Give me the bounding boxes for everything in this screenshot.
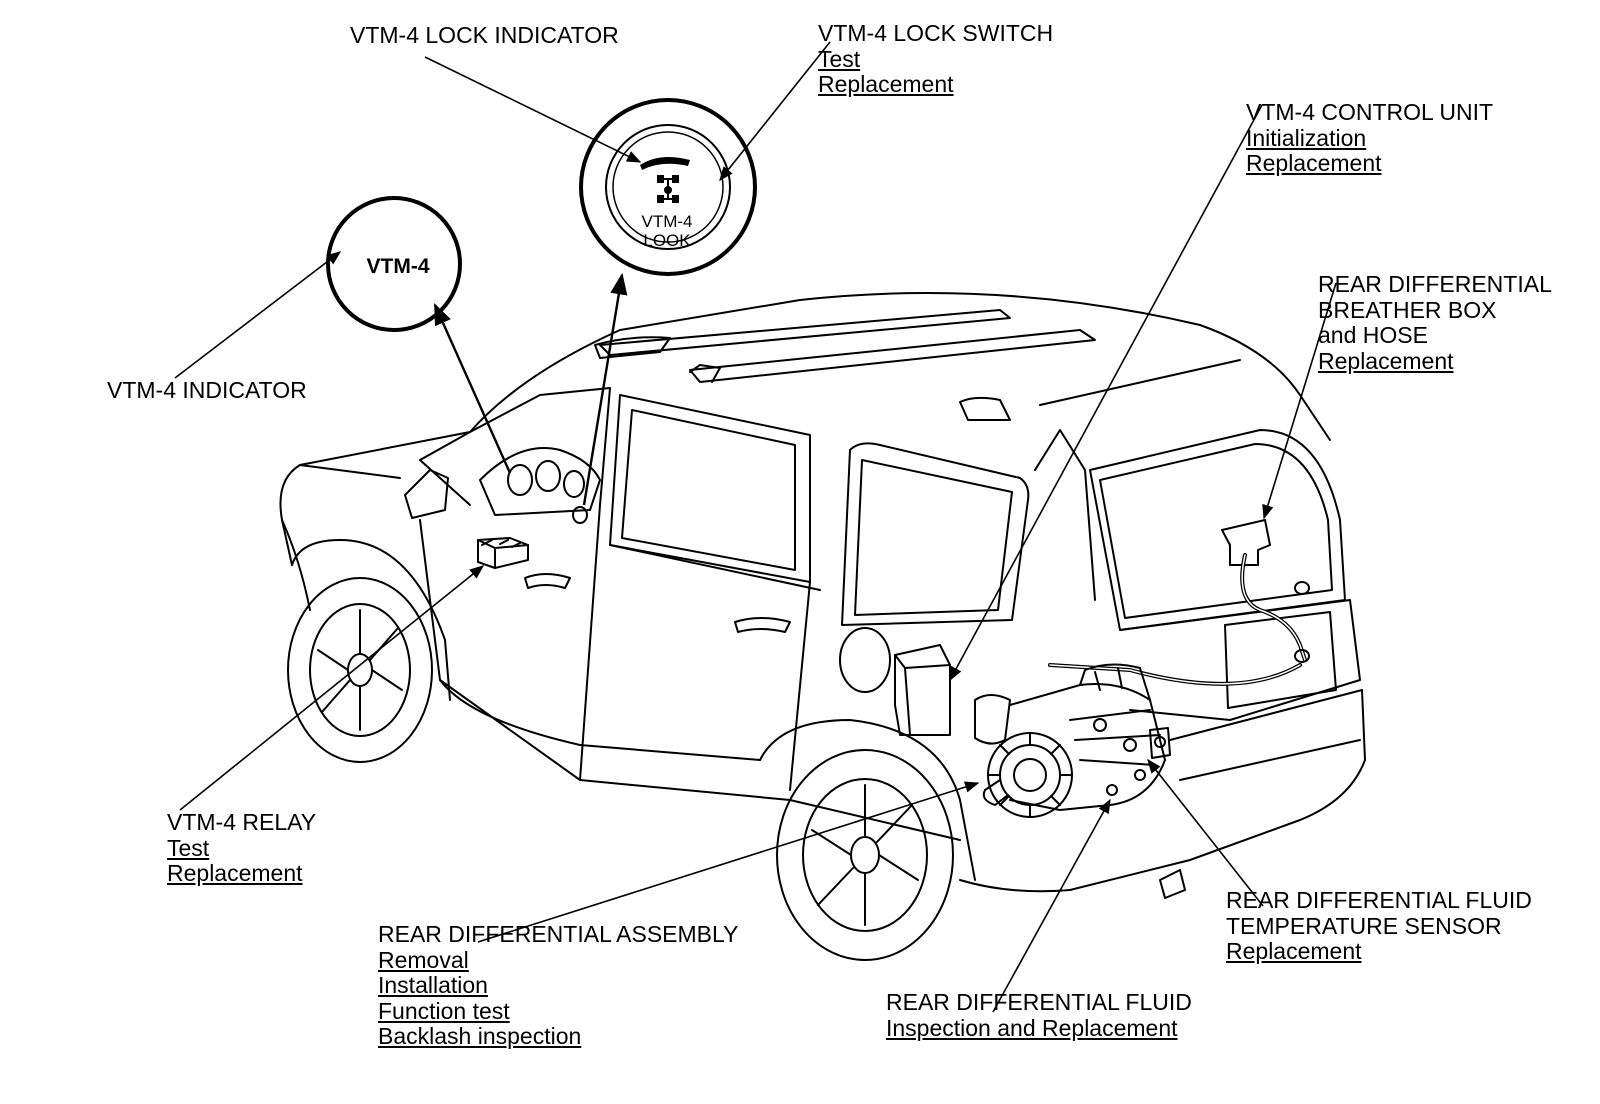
callout-lock-indicator-title: VTM-4 LOCK INDICATOR [350, 22, 619, 48]
callout-lock-indicator: VTM-4 LOCK INDICATOR [350, 22, 619, 49]
fluid-inspection-link[interactable]: Inspection and Replacement [886, 1014, 1178, 1041]
assembly-removal-link[interactable]: Removal [378, 946, 469, 973]
temp-sensor-replacement-link[interactable]: Replacement [1226, 938, 1362, 964]
leader-relay [179, 565, 485, 811]
callout-lock-switch: VTM-4 LOCK SWITCH Test Replacement [818, 20, 1054, 98]
callout-control-unit-title: VTM-4 CONTROL UNIT [1246, 99, 1494, 125]
callout-fluid-title: REAR DIFFERENTIAL FLUID [886, 989, 1192, 1015]
callout-temp-sensor-line-1: REAR DIFFERENTIAL FLUID [1226, 887, 1532, 913]
vtm4-indicator-text: VTM-4 [367, 255, 430, 278]
leader-temp-sensor [1147, 758, 1264, 907]
callout-indicator-title: VTM-4 INDICATOR [107, 377, 307, 403]
relay-replacement-link[interactable]: Replacement [167, 860, 303, 886]
assembly-backlash-link[interactable]: Backlash inspection [378, 1023, 582, 1049]
assembly-function-test-link[interactable]: Function test [378, 997, 510, 1024]
callout-control-unit: VTM-4 CONTROL UNIT Initialization Replac… [1246, 99, 1494, 177]
leader-lock-switch-dash [582, 272, 628, 506]
relay-test-link[interactable]: Test [167, 834, 210, 861]
lock-switch-test-link[interactable]: Test [818, 45, 861, 72]
callout-temp-sensor-line-2: TEMPERATURE SENSOR [1226, 912, 1502, 939]
leader-assembly [477, 781, 980, 943]
leader-breather [1262, 282, 1337, 520]
leader-lock-indicator [424, 56, 642, 163]
callout-assembly-title: REAR DIFFERENTIAL ASSEMBLY [378, 921, 739, 947]
callout-breather: REAR DIFFERENTIAL BREATHER BOX and HOSE … [1318, 271, 1552, 374]
drivetrain-icon [657, 175, 679, 203]
vtm4-lock-switch-detail: VTM-4 LOOK [579, 98, 757, 276]
leader-indicator-dash [433, 303, 512, 474]
control-unit-initialization-link[interactable]: Initialization [1246, 124, 1367, 151]
lock-switch-replacement-link[interactable]: Replacement [818, 71, 954, 97]
callout-relay-title: VTM-4 RELAY [167, 809, 317, 835]
callout-relay: VTM-4 RELAY Test Replacement [167, 809, 317, 887]
lock-switch-text-1: VTM-4 [642, 212, 693, 231]
callout-breather-line-3: and HOSE [1318, 322, 1428, 348]
assembly-installation-link[interactable]: Installation [378, 972, 488, 998]
lock-indicator-lamp [640, 156, 690, 170]
callout-indicator: VTM-4 INDICATOR [107, 377, 307, 404]
control-unit-replacement-link[interactable]: Replacement [1246, 150, 1382, 176]
callout-temp-sensor: REAR DIFFERENTIAL FLUID TEMPERATURE SENS… [1226, 887, 1532, 965]
leader-lock-switch [719, 41, 831, 182]
callout-fluid: REAR DIFFERENTIAL FLUID Inspection and R… [886, 989, 1192, 1041]
leader-fluid [992, 798, 1111, 1013]
leader-indicator [174, 251, 342, 379]
leader-lines [174, 41, 1337, 1013]
callout-lock-switch-title: VTM-4 LOCK SWITCH [818, 20, 1054, 46]
vtm4-indicator-detail: VTM-4 [326, 196, 462, 332]
leader-control-unit [949, 104, 1263, 682]
callout-assembly: REAR DIFFERENTIAL ASSEMBLY Removal Insta… [378, 921, 739, 1050]
vehicle-body [279, 292, 1366, 961]
callout-breather-line-1: REAR DIFFERENTIAL [1318, 271, 1552, 297]
lock-switch-text-2: LOOK [643, 231, 691, 250]
callout-breather-line-2: BREATHER BOX [1318, 296, 1497, 323]
breather-replacement-link[interactable]: Replacement [1318, 347, 1454, 374]
